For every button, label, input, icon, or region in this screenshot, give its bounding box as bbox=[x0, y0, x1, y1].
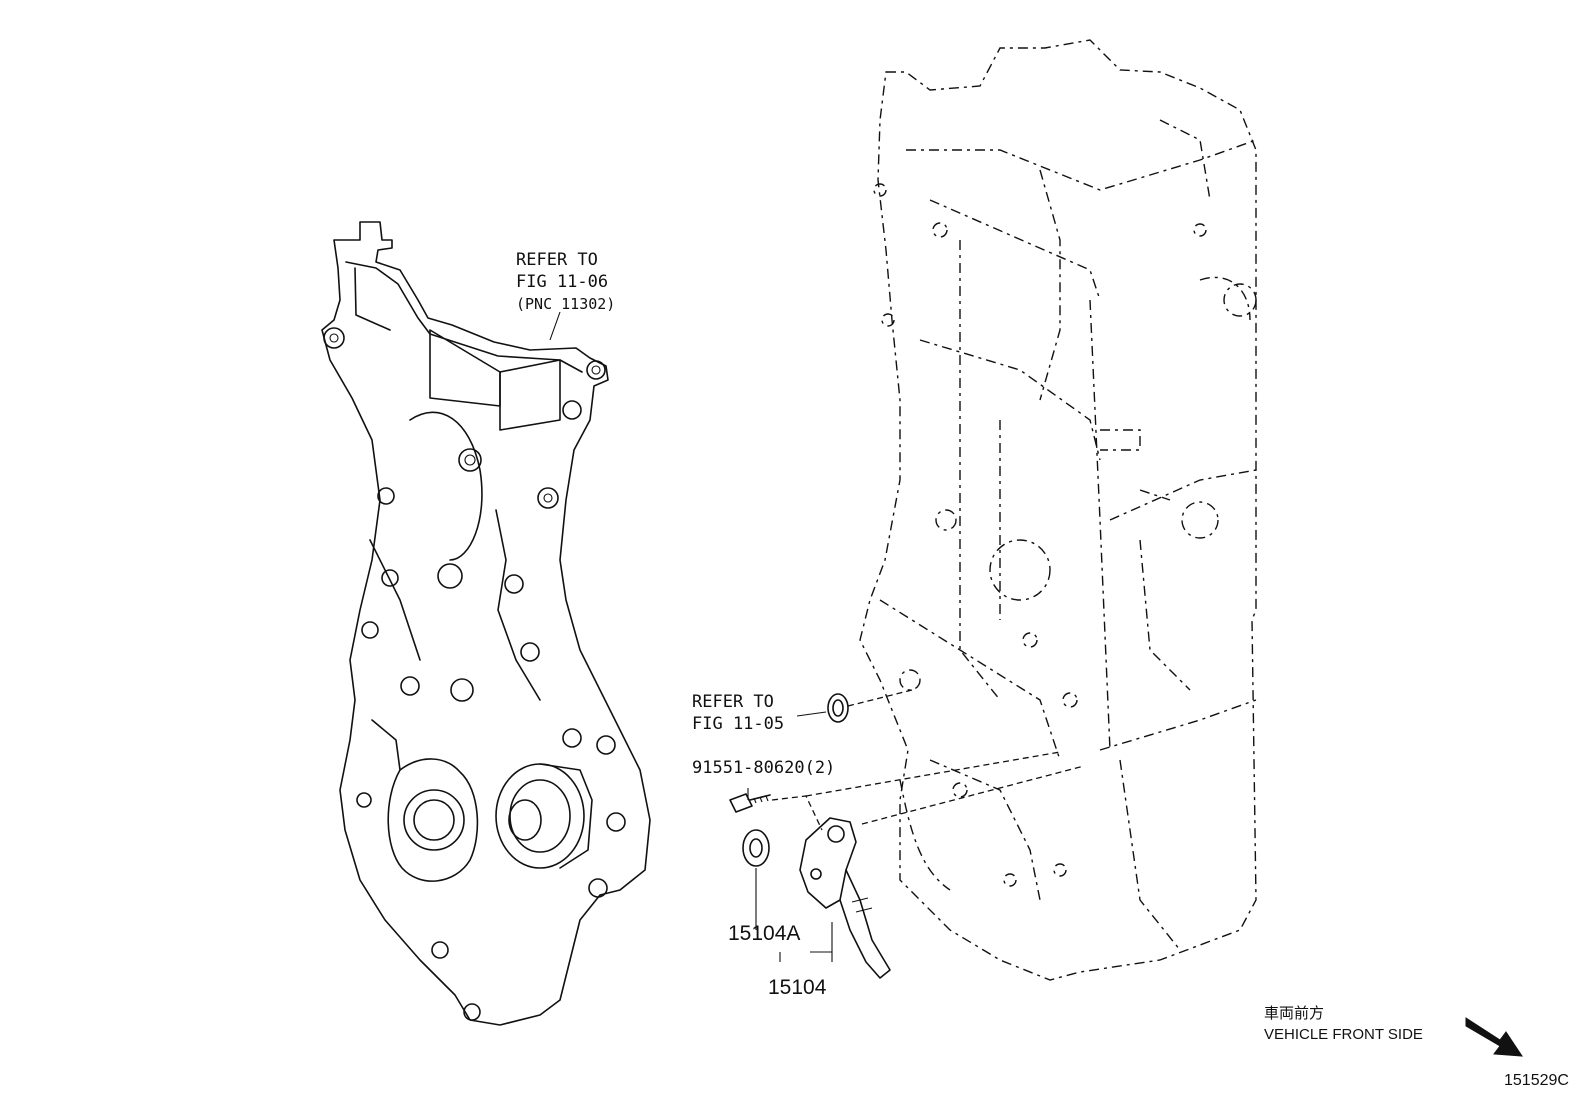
figure-id: 151529C bbox=[1504, 1072, 1569, 1089]
refer-fig-11-06-line2: FIG 11-06 bbox=[516, 272, 609, 292]
vehicle-front-jp-label: 車両前方 bbox=[1264, 1005, 1325, 1022]
o-ring bbox=[827, 693, 849, 723]
bolt-part-number: 91551-80620(2) bbox=[692, 758, 836, 778]
timing-chain-cover bbox=[321, 221, 651, 1026]
seal-part-number: 15104A bbox=[728, 922, 801, 945]
leader-lines bbox=[549, 311, 1085, 962]
engine-block bbox=[859, 39, 1257, 981]
vehicle-front-arrow-icon bbox=[1465, 1017, 1523, 1057]
seal bbox=[742, 829, 770, 867]
crank-position-sensor bbox=[799, 817, 891, 979]
refer-fig-11-06-line1: REFER TO bbox=[516, 250, 598, 270]
refer-fig-11-06-line3: (PNC 11302) bbox=[516, 295, 616, 313]
vehicle-front-en-label: VEHICLE FRONT SIDE bbox=[1264, 1026, 1423, 1043]
bolt bbox=[729, 793, 771, 813]
sensor-part-number: 15104 bbox=[768, 976, 827, 999]
refer-fig-11-05-line2: FIG 11-05 bbox=[692, 714, 785, 734]
refer-fig-11-05-line1: REFER TO bbox=[692, 692, 774, 712]
